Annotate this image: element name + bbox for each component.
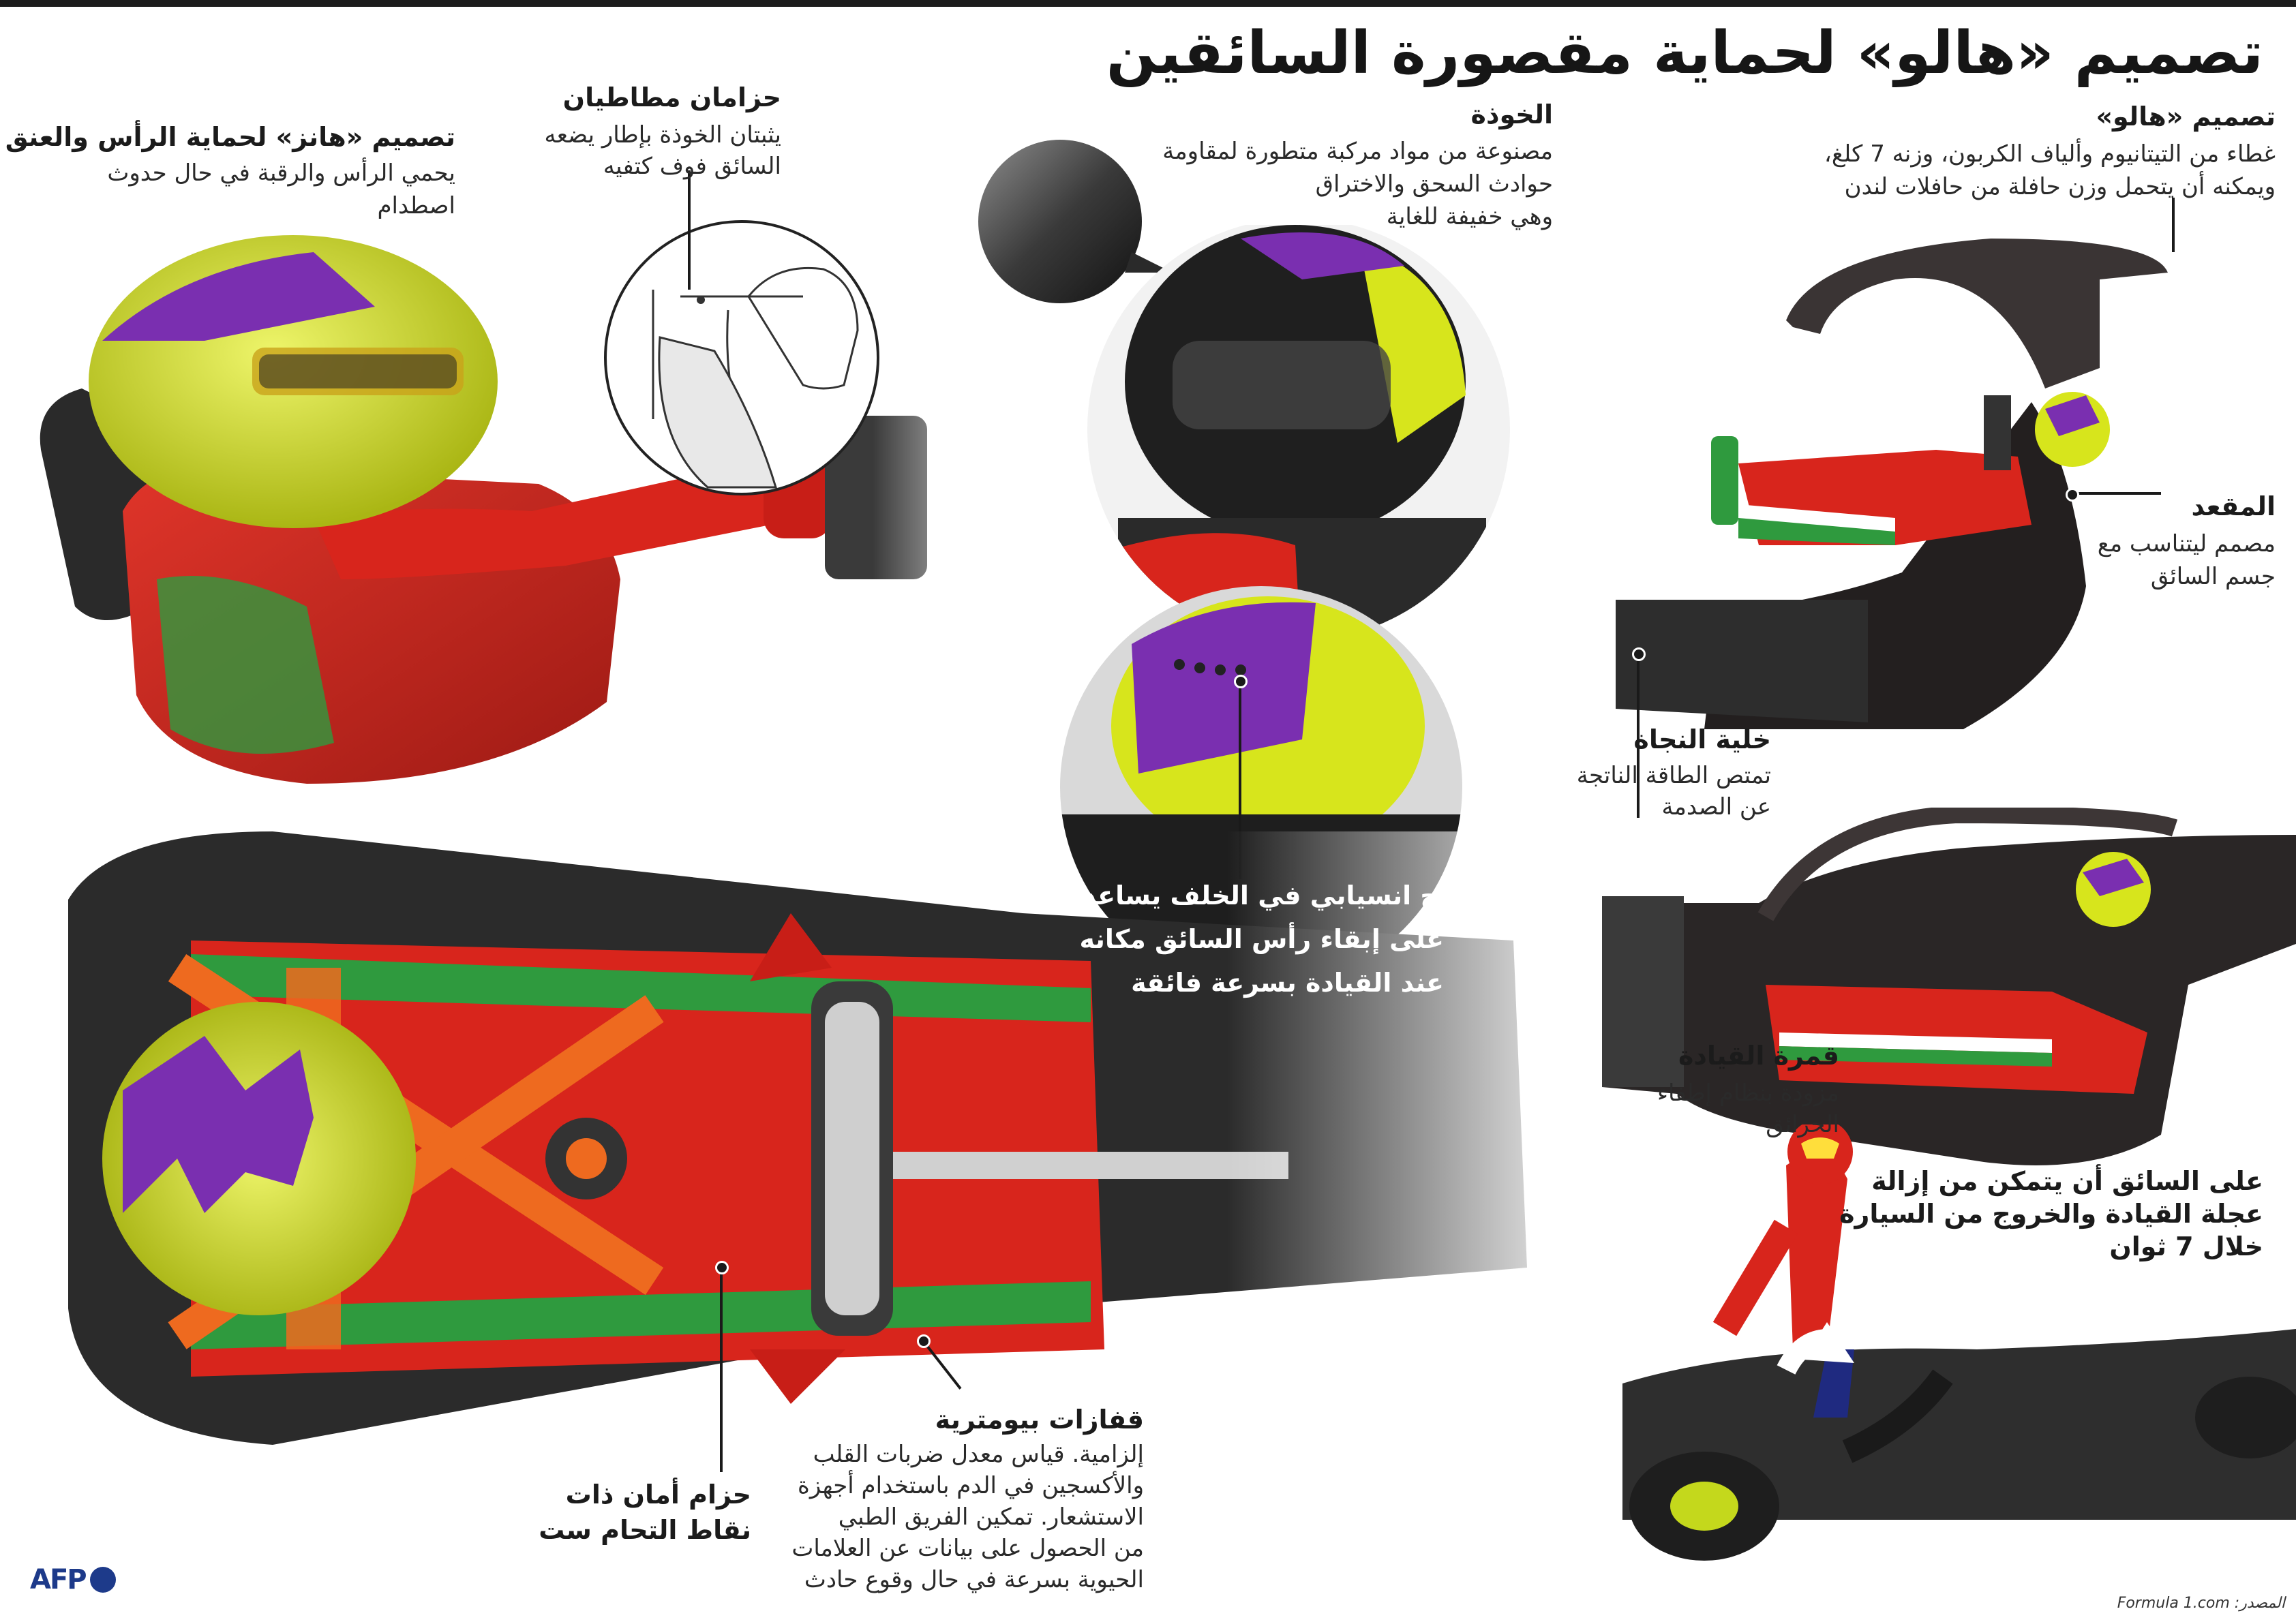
- driver-top-view-illustration: [68, 831, 1609, 1472]
- strap-diagram: [604, 220, 879, 495]
- hans-body-line-2: اصطدام: [377, 192, 455, 219]
- seat-body-line-1: مصمم ليتناسب مع: [2097, 530, 2276, 557]
- gloves-body-line-4: من الحصول على بيانات عن العلامات: [791, 1535, 1144, 1562]
- cockpit-body-line-1: مزودة بنظام إطفاء: [1657, 1080, 1839, 1107]
- harness-heading-line-2: نقاط التحام ست: [539, 1515, 751, 1545]
- survival-cell-heading: خلية النجاة: [1633, 724, 1771, 754]
- straps-body-line-1: يثبتان الخوذة بإطار يضعه: [544, 121, 781, 149]
- halo-leader-line: [2172, 198, 2175, 252]
- afp-logo: AFP: [30, 1564, 116, 1595]
- page-title: تصميم «هالو» لحماية مقصورة السائقين: [1106, 19, 2263, 87]
- survival-cell-body-line-1: تمتص الطاقة الناتجة: [1576, 762, 1771, 789]
- helmet-body-line-3: وهي خفيفة للغاية: [1386, 203, 1553, 230]
- strap-leader-line: [688, 170, 691, 290]
- halo-seat-illustration: [1616, 239, 2168, 729]
- exit-line-1: على السائق أن يتمكن من إزالة: [1871, 1166, 2263, 1196]
- harness-leader-line: [720, 1268, 723, 1472]
- gloves-body-line-2: والأكسجين في الدم باستخدام أجهزة: [798, 1472, 1144, 1499]
- rear-wing-line-3: عند القيادة بسرعة فائقة: [1131, 968, 1444, 998]
- harness-leader-dot: [715, 1261, 729, 1274]
- gloves-body-line-5: الحيوية بسرعة في حال وقوع حادث: [804, 1566, 1144, 1593]
- rear-wing-line-2: على إبقاء رأس السائق مكانه: [1079, 924, 1444, 954]
- top-rule: [0, 0, 2296, 7]
- exit-line-3: خلال 7 ثوان: [2109, 1231, 2263, 1261]
- halo-body-line-1: غطاء من التيتانيوم وألياف الكربون، وزنه …: [1824, 140, 2276, 168]
- rear-wing-line-1: جناح انسيابي في الخلف يساعد: [1083, 881, 1478, 911]
- exit-line-2: عجلة القيادة والخروج من السيارة: [1839, 1199, 2263, 1229]
- source-credit: المصدر: Formula 1.com: [2117, 1595, 2285, 1612]
- carbon-fibre-sample: [978, 140, 1173, 303]
- gloves-body-line-3: الاستشعار. تمكين الفريق الطبي: [838, 1503, 1144, 1531]
- survival-cell-leader-line: [1637, 654, 1640, 818]
- afp-logo-text: AFP: [30, 1564, 87, 1595]
- halo-heading: تصميم «هالو»: [2096, 102, 2276, 132]
- helmet-heading: الخوذة: [1470, 100, 1553, 129]
- halo-body-line-2: ويمكنه أن يتحمل وزن حافلة من حافلات لندن: [1844, 173, 2276, 200]
- seat-leader-line: [2072, 492, 2161, 495]
- survival-cell-body-line-2: عن الصدمة: [1661, 793, 1771, 821]
- driver-exit-illustration: [1622, 1124, 2296, 1602]
- hans-heading: تصميم «هانز» لحماية الرأس والعنق: [5, 122, 455, 152]
- harness-heading-line-1: حزام أمان ذات: [565, 1480, 751, 1510]
- seat-leader-dot: [2066, 488, 2079, 502]
- rear-wing-leader-dot: [1234, 675, 1248, 688]
- rear-wing-leader-line: [1239, 682, 1241, 879]
- straps-body-line-2: السائق فوف كتفيه: [603, 153, 781, 180]
- cockpit-body-line-2: الحرائق: [1766, 1111, 1839, 1138]
- gloves-body-line-1: إلزامية. قياس معدل ضربات القلب: [813, 1441, 1144, 1468]
- cockpit-heading: قمرة القيادة: [1678, 1041, 1839, 1071]
- seat-heading: المقعد: [2191, 491, 2276, 521]
- car-with-halo-illustration: [1602, 808, 2296, 1165]
- helmet-body-line-2: حوادث السحق والاختراق: [1315, 170, 1553, 198]
- seat-body-line-2: جسم السائق: [2150, 563, 2276, 590]
- gloves-leader-dot: [917, 1334, 931, 1348]
- straps-heading: حزامان مطاطيان: [562, 82, 781, 112]
- afp-logo-dot-icon: [89, 1567, 116, 1593]
- survival-cell-leader-dot: [1632, 647, 1646, 661]
- hans-body-line-1: يحمي الرأس والرقبة في حال حدوث: [107, 159, 455, 187]
- gloves-heading: قفازات بيومترية: [935, 1405, 1144, 1435]
- helmet-body-line-1: مصنوعة من مواد مركبة متطورة لمقاومة: [1162, 138, 1553, 165]
